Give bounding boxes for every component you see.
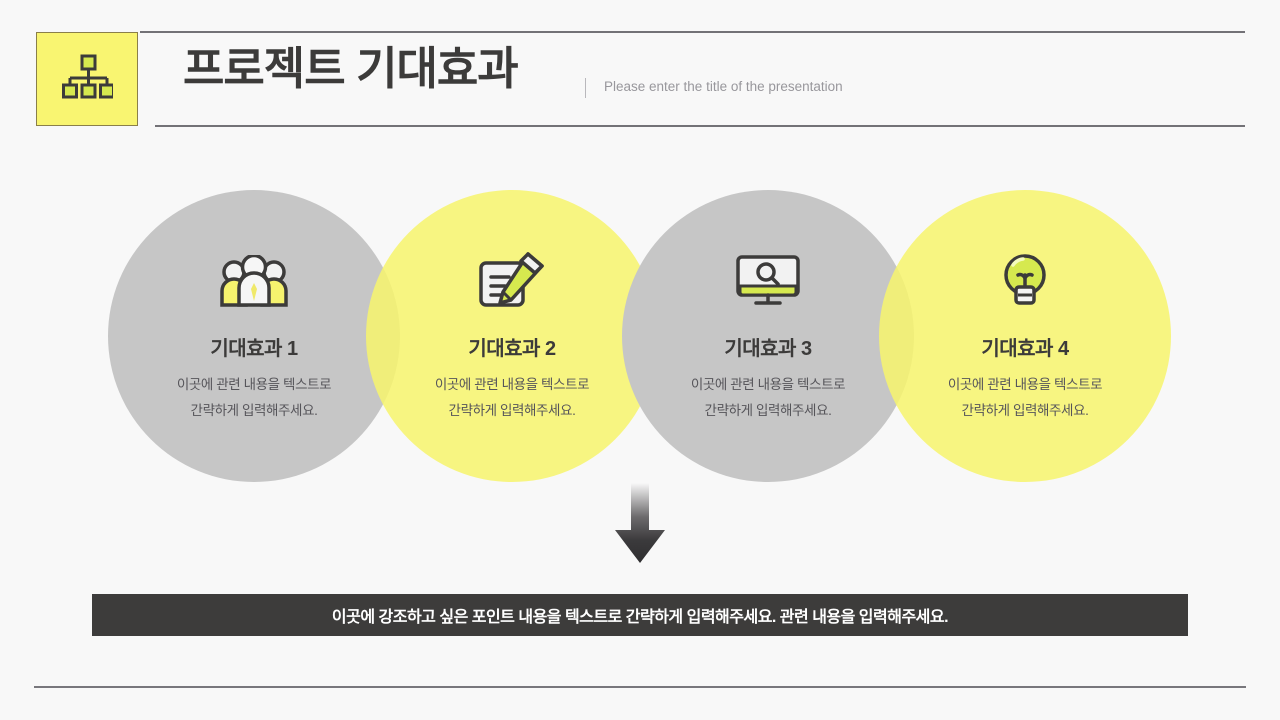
effect-card-body-line1: 이곳에 관련 내용을 텍스트로 (176, 377, 332, 392)
effect-card-2[interactable]: 기대효과 2 이곳에 관련 내용을 텍스트로 간략하게 입력해주세요. (366, 190, 658, 482)
effect-card-title: 기대효과 2 (468, 338, 556, 360)
effect-card-body: 이곳에 관련 내용을 텍스트로 간략하게 입력해주세요. (139, 372, 369, 424)
effect-card-title: 기대효과 4 (981, 338, 1069, 360)
header-bottom-rule (155, 125, 1245, 127)
effect-card-body: 이곳에 관련 내용을 텍스트로 간략하게 입력해주세요. (653, 372, 883, 424)
org-chart-icon (61, 54, 115, 105)
header-top-rule (140, 31, 1245, 33)
effect-card-3[interactable]: 기대효과 3 이곳에 관련 내용을 텍스트로 간략하게 입력해주세요. (622, 190, 914, 482)
effect-card-body: 이곳에 관련 내용을 텍스트로 간략하게 입력해주세요. (910, 372, 1140, 424)
monitor-search-icon (735, 252, 801, 310)
title-divider (585, 78, 586, 98)
effect-card-body: 이곳에 관련 내용을 텍스트로 간략하게 입력해주세요. (397, 372, 627, 424)
effect-card-body-line1: 이곳에 관련 내용을 텍스트로 (434, 377, 590, 392)
effect-card-body-line2: 간략하게 입력해주세요. (448, 403, 576, 418)
footer-rule (34, 686, 1246, 688)
header-badge[interactable] (36, 32, 138, 126)
point-banner-text: 이곳에 강조하고 싶은 포인트 내용을 텍스트로 간략하게 입력해주세요. 관련… (331, 609, 949, 626)
effect-card-body-line2: 간략하게 입력해주세요. (704, 403, 832, 418)
effect-card-4[interactable]: 기대효과 4 이곳에 관련 내용을 텍스트로 간략하게 입력해주세요. (879, 190, 1171, 482)
point-banner[interactable]: 이곳에 강조하고 싶은 포인트 내용을 텍스트로 간략하게 입력해주세요. 관련… (92, 594, 1188, 636)
people-group-icon (218, 252, 290, 310)
effect-card-body-line1: 이곳에 관련 내용을 텍스트로 (947, 377, 1103, 392)
effect-card-title: 기대효과 1 (210, 338, 298, 360)
note-pencil-icon (478, 252, 546, 310)
page-title: 프로젝트 기대효과 (183, 43, 519, 94)
effect-card-1[interactable]: 기대효과 1 이곳에 관련 내용을 텍스트로 간략하게 입력해주세요. (108, 190, 400, 482)
lightbulb-icon (999, 252, 1051, 310)
effect-card-body-line1: 이곳에 관련 내용을 텍스트로 (690, 377, 846, 392)
effect-card-body-line2: 간략하게 입력해주세요. (190, 403, 318, 418)
page-subtitle: Please enter the title of the presentati… (604, 79, 843, 94)
effect-card-title: 기대효과 3 (724, 338, 812, 360)
arrow-down-icon (612, 483, 668, 567)
effect-card-body-line2: 간략하게 입력해주세요. (961, 403, 1089, 418)
